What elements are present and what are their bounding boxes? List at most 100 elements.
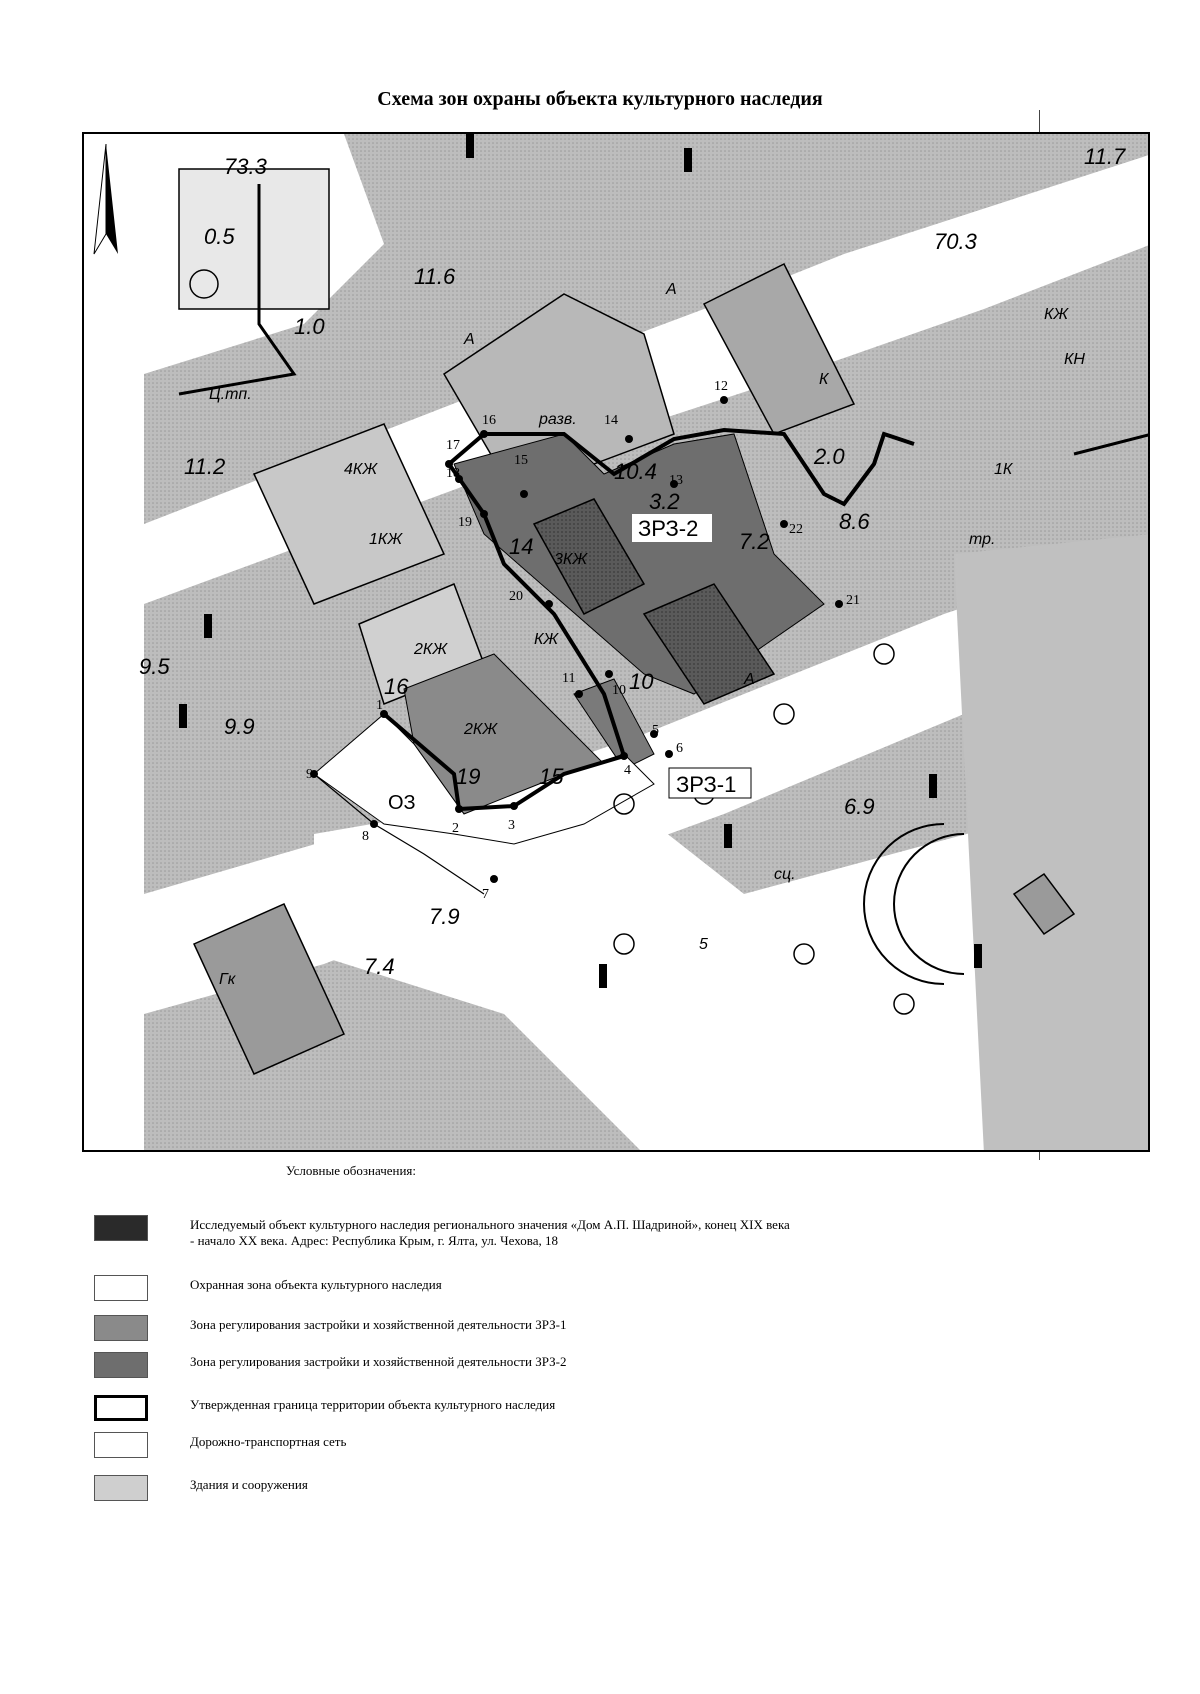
building-10 — [702, 262, 856, 435]
legend-text-roads: Дорожно-транспортная сеть — [190, 1434, 347, 1449]
boundary-point-label: 16 — [482, 413, 496, 428]
building-labels: 2КЖ2КЖ3КЖ4КЖ1КЖКЖКЖКН1ККАААЦ.тп.разв.Гкс… — [209, 281, 1085, 988]
boundary-point-label: 7 — [482, 887, 489, 902]
elevation-label: 9.9 — [224, 714, 255, 739]
oz-label: ОЗ — [388, 792, 416, 814]
building-label: разв. — [538, 411, 577, 428]
boundary-point-label: 14 — [604, 413, 618, 428]
boundary-point-label: 1 — [376, 698, 383, 713]
boundary-point-label: 21 — [846, 593, 860, 608]
boundary-point-label: 3 — [508, 818, 515, 833]
zrz2-label-box — [632, 514, 712, 542]
legend-item-boundary: Утвержденная граница территории объекта … — [94, 1395, 994, 1425]
building-4kzh — [252, 423, 446, 605]
legend-swatch-zrz1 — [94, 1315, 148, 1341]
legend-swatch-boundary — [94, 1395, 148, 1421]
lamp-symbols — [179, 134, 982, 988]
legend-item-zrz1: Зона регулирования застройки и хозяйстве… — [94, 1315, 994, 1345]
elevation-label: 11.7 — [1084, 144, 1126, 169]
legend-text-zrz1: Зона регулирования застройки и хозяйстве… — [190, 1317, 567, 1332]
legend-title: Условные обозначения: — [286, 1163, 417, 1178]
oz-boundary — [313, 773, 485, 895]
building-label: КЖ — [534, 631, 559, 648]
boundary-point-label: 13 — [669, 473, 683, 488]
elevation-label: 11.2 — [184, 454, 225, 479]
boundary-point-label: 10 — [612, 683, 626, 698]
elevation-label: 10 — [629, 669, 654, 694]
boundary-point-label: 17 — [446, 438, 460, 453]
elevation-label: 73.3 — [224, 154, 268, 179]
block-border-right — [1073, 433, 1148, 456]
heritage-object — [532, 498, 646, 615]
building-label: 1К — [994, 461, 1014, 478]
building-right — [954, 534, 1148, 1150]
legend-swatch-roads — [94, 1432, 148, 1458]
building-label: Ц.тп. — [209, 386, 252, 403]
building-label: сц. — [774, 866, 796, 883]
legend-item-buildings: Здания и сооружения — [94, 1475, 994, 1505]
boundary-point-label: 18 — [446, 466, 460, 481]
legend-swatch-oz — [94, 1275, 148, 1301]
boundary-point-label: 19 — [458, 515, 472, 530]
building-label: 5 — [699, 936, 708, 953]
building-label: А — [665, 281, 677, 298]
legend-swatch-buildings — [94, 1475, 148, 1501]
boundary-point-label: 22 — [789, 522, 803, 537]
building-label: 2КЖ — [413, 641, 448, 658]
zrz1-label-box — [668, 767, 752, 799]
boundary-point-label: 8 — [362, 829, 369, 844]
building-label: тр. — [969, 531, 996, 548]
elevation-label: 7.9 — [429, 904, 460, 929]
elevation-label: 9.5 — [139, 654, 170, 679]
legend-item-object: Исследуемый объект культурного наследия … — [94, 1215, 994, 1248]
legend-text-buildings: Здания и сооружения — [190, 1477, 308, 1492]
building-label: 1КЖ — [369, 531, 403, 548]
elevation-labels: 73.30.51.011.611.770.311.29.99.57.97.46.… — [139, 144, 1126, 979]
boundary-point-markers — [310, 396, 843, 883]
zrz1-label: ЗРЗ-1 — [676, 772, 736, 797]
page-title: Схема зон охраны объекта культурного нас… — [377, 88, 823, 110]
elevation-label: 14 — [509, 534, 533, 559]
building-label: К — [819, 371, 830, 388]
elevation-label: 16 — [384, 674, 409, 699]
building-label: Гк — [219, 971, 237, 988]
boundary-point-label: 6 — [676, 741, 683, 756]
elevation-label: 2.0 — [813, 444, 845, 469]
territory-boundary — [382, 427, 915, 812]
building-label: 2КЖ — [463, 721, 498, 738]
building-label: 4КЖ — [344, 461, 378, 478]
zrz2-label: ЗРЗ-2 — [638, 516, 698, 541]
square-area — [314, 784, 1148, 1150]
building — [178, 168, 330, 310]
building-gk — [193, 903, 345, 1075]
legend-item-roads: Дорожно-транспортная сеть — [94, 1432, 994, 1462]
legend-swatch-zrz2 — [94, 1352, 148, 1378]
legend-text-boundary: Утвержденная граница территории объекта … — [190, 1397, 556, 1412]
boundary-point-label: 20 — [509, 589, 523, 604]
rotunda — [863, 823, 945, 985]
building-label: А — [743, 671, 755, 688]
elevation-label: 11.6 — [414, 264, 456, 289]
elevation-label: 19 — [456, 764, 480, 789]
elevation-label: 1.0 — [294, 314, 325, 339]
north-arrow-icon — [93, 143, 118, 255]
elevation-label: 3.2 — [649, 489, 680, 514]
legend-item-zrz2: Зона регулирования застройки и хозяйстве… — [94, 1352, 994, 1382]
legend-swatch-object — [94, 1215, 148, 1241]
legend-text-oz: Охранная зона объекта культурного наслед… — [190, 1277, 442, 1292]
heritage-object-part — [642, 583, 776, 705]
boundary-point-label: 5 — [652, 723, 659, 738]
elevation-label: 6.9 — [844, 794, 875, 819]
elevation-label: 70.3 — [934, 229, 978, 254]
boundary-point-label: 12 — [714, 379, 728, 394]
building-label: КН — [1064, 351, 1085, 368]
legend-item-oz: Охранная зона объекта культурного наслед… — [94, 1275, 994, 1305]
block-border — [178, 184, 297, 396]
tree-symbols — [189, 269, 915, 1015]
legend-text-object: Исследуемый объект культурного наследия … — [190, 1217, 790, 1248]
elevation-label: 7.4 — [364, 954, 395, 979]
elevation-label: 10.4 — [614, 459, 657, 484]
